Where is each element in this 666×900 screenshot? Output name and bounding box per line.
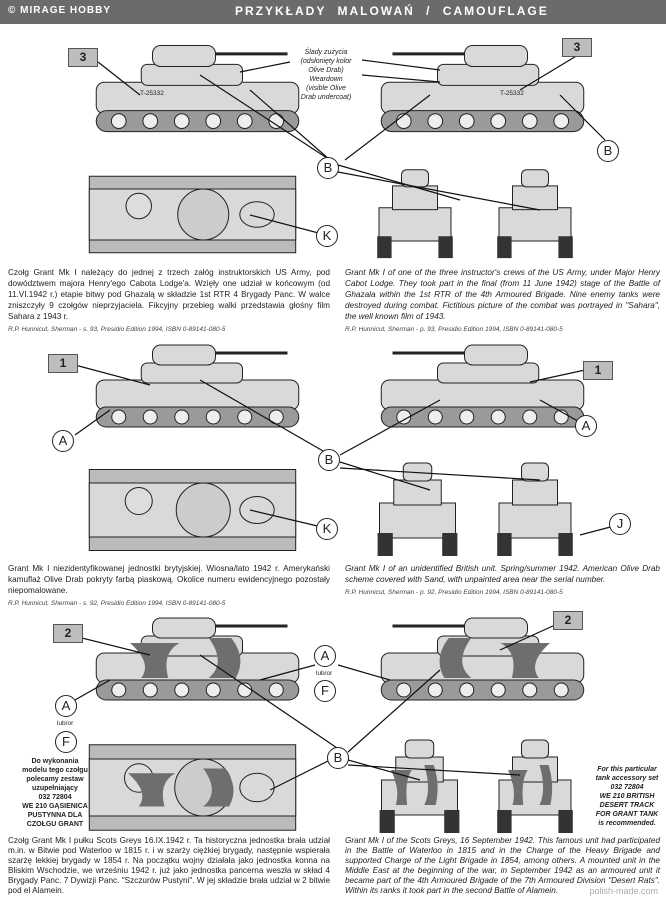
caption-pl-2: Grant Mk I niezidentyfikowanej jednostki… (8, 563, 330, 609)
note-line: polecamy zestaw (26, 776, 84, 783)
note-line: Olive Drab) (308, 67, 344, 74)
tank-side-left-3 (85, 608, 310, 708)
tank-drawing (497, 169, 573, 259)
note-line: Weardown (309, 76, 343, 83)
tank-side-left-2 (85, 335, 310, 435)
tank-top-1 (85, 172, 300, 257)
marker-A: A (575, 415, 597, 437)
marker-A: A (52, 430, 74, 452)
note-line: 032 72804 (38, 794, 72, 801)
marker-B: B (327, 747, 349, 769)
note-line: is recommended. (598, 820, 656, 827)
marker-B: B (317, 157, 339, 179)
tank-front-2 (490, 458, 580, 558)
page-title: PRZYKŁADY MALOWAŃ / CAMOUFLAGE (235, 4, 549, 18)
or-label: lub/or (316, 670, 333, 677)
caption-pl-1: Czołg Grant Mk I należący do jednej z tr… (8, 267, 330, 335)
tank-drawing (88, 469, 297, 551)
tank-drawing (88, 744, 297, 831)
tank-front-1 (490, 165, 580, 260)
marker-K: K (316, 225, 338, 247)
tank-drawing (88, 175, 297, 254)
tank-rear-1 (370, 165, 460, 260)
or-label: lub/or (57, 720, 74, 727)
note-line: CZOŁGU GRANT (26, 821, 84, 828)
marker-K: K (316, 518, 338, 540)
tank-front-3 (490, 735, 580, 835)
tank-drawing (95, 617, 300, 701)
marker-3: 3 (68, 48, 98, 67)
caption-pl-3: Czołg Grant Mk I pułku Scots Greys 16.IX… (8, 836, 330, 896)
marker-2: 2 (53, 624, 83, 643)
watermark: polish-made.com (589, 886, 658, 896)
marker-1: 1 (583, 361, 613, 380)
tank-drawing (497, 462, 573, 556)
note-line: WE 210 BRITISH (599, 793, 655, 800)
marker-3: 3 (562, 38, 592, 57)
marker-2: 2 (553, 611, 583, 630)
caption-text: Grant Mk I of an unidentified British un… (345, 564, 660, 584)
caption-en-1: Grant Mk I of one of the three instructo… (345, 267, 660, 335)
marker-B: B (318, 449, 340, 471)
tank-rear-3 (372, 735, 467, 835)
caption-text: Grant Mk I of one of the three instructo… (345, 268, 660, 321)
caption-reference: R.P. Hunnicut, Sherman - p. 93, Presidio… (345, 326, 563, 333)
tank-drawing (377, 462, 458, 556)
tank-side-right-2 (370, 335, 595, 435)
tank-drawing (379, 739, 460, 833)
caption-reference: R.P. Hunnicut, Sherman - p. 92, Presidio… (345, 589, 563, 596)
note-line: FOR GRANT TANK (595, 811, 659, 818)
caption-reference: R.P. Hunnicut, Sherman - s. 93, Presidio… (8, 326, 226, 333)
accessory-note-pl: Do wykonania modelu tego czołgu polecamy z… (10, 757, 100, 829)
note-line: (visible Olive (306, 85, 346, 92)
note-line: modelu tego czołgu (22, 767, 88, 774)
marker-J: J (609, 513, 631, 535)
tank-rear-2 (370, 458, 465, 558)
note-line: Drab undercoat) (300, 94, 352, 101)
caption-reference: R.P. Hunnicut, Sherman - s. 92, Presidio… (8, 600, 226, 607)
caption-text: Czołg Grant Mk I pułku Scots Greys 16.IX… (8, 836, 330, 895)
note-line: PUSTYNNA DLA (27, 812, 83, 819)
tank-drawing (380, 45, 585, 133)
marker-B: B (597, 140, 619, 162)
caption-text: Czołg Grant Mk I należący do jednej z tr… (8, 268, 330, 321)
caption-text: Grant Mk I of the Scots Greys, 16 Septem… (345, 836, 660, 895)
note-line: 032 72804 (610, 784, 644, 791)
brand: © MIRAGE HOBBY (8, 5, 112, 16)
caption-en-3: Grant Mk I of the Scots Greys, 16 Septem… (345, 836, 660, 896)
caption-en-2: Grant Mk I of an unidentified British un… (345, 563, 660, 598)
note-line: For this particular (597, 766, 657, 773)
tank-drawing (380, 344, 585, 428)
tank-drawing (95, 344, 300, 428)
note-line: WE 210 GĄSIENICA (22, 803, 88, 810)
note-line: DESERT TRACK (599, 802, 655, 809)
tank-top-2 (85, 465, 300, 555)
tank-drawing (497, 739, 573, 833)
tank-top-3 (85, 740, 300, 835)
marker-F: F (314, 680, 336, 702)
note-line: uzupełniający (32, 785, 78, 792)
tank-side-right-1 (370, 35, 595, 140)
marker-A: A (314, 645, 336, 667)
serial-number: T-25332 (140, 90, 164, 97)
note-line: Do wykonania (31, 758, 79, 765)
marker-F: F (55, 731, 77, 753)
header-bar: © MIRAGE HOBBY PRZYKŁADY MALOWAŃ / CAMOU… (0, 0, 666, 24)
tank-side-left-1 (85, 35, 310, 140)
note-line: Ślady zużycia (304, 49, 348, 56)
note-line: (odsłonięty kolor (300, 58, 352, 65)
note-line: tank accessory set (595, 775, 659, 782)
marker-1: 1 (48, 354, 78, 373)
tank-drawing (95, 45, 300, 133)
marker-A: A (55, 695, 77, 717)
caption-text: Grant Mk I niezidentyfikowanej jednostki… (8, 564, 330, 595)
tank-drawing (377, 169, 453, 259)
serial-number: T-25332 (500, 90, 524, 97)
accessory-note-en: For this particular tank accessory set 032… (588, 765, 666, 828)
